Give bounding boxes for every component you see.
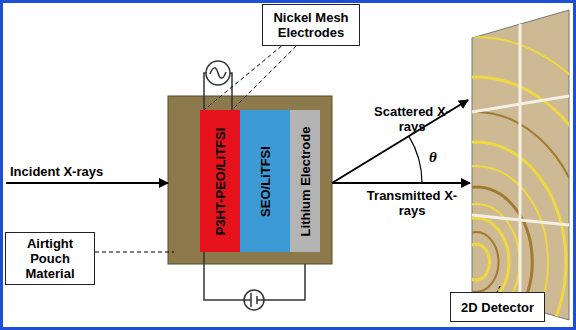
callout-text: 2D Detector bbox=[457, 300, 538, 315]
callout-box: Airtight Pouch Material bbox=[5, 232, 95, 285]
electrolyte-layer: SEO/LiTFSI bbox=[240, 110, 290, 252]
callout-text: Nickel Mesh Electrodes bbox=[263, 10, 359, 40]
incident-arrow bbox=[6, 182, 168, 184]
electrode-layer: Lithium Electrode bbox=[290, 110, 320, 252]
battery-plates bbox=[244, 293, 264, 307]
ring-stroke bbox=[386, 142, 566, 330]
leader-line bbox=[204, 46, 282, 110]
leader-line bbox=[95, 252, 174, 253]
electrolyte-layer: P3HT-PEO/LiTFSI bbox=[200, 110, 240, 252]
layer-label: SEO/LiTFSI bbox=[258, 114, 273, 248]
beam-label: Incident X-rays bbox=[10, 164, 130, 179]
ac-source-symbol bbox=[206, 61, 230, 85]
ring-stroke bbox=[463, 244, 490, 280]
transmitted-arrow bbox=[332, 182, 470, 184]
battery-symbol bbox=[244, 290, 264, 310]
leader-line bbox=[232, 46, 296, 110]
scattered-arrow bbox=[332, 100, 468, 183]
callout-box: Nickel Mesh Electrodes bbox=[262, 4, 360, 46]
callout-text: Airtight Pouch Material bbox=[6, 236, 94, 281]
ring-stroke bbox=[454, 232, 499, 292]
layer-label: P3HT-PEO/LiTFSI bbox=[213, 114, 228, 248]
beam-label: Scattered X-rays bbox=[372, 104, 452, 134]
detector-gaps bbox=[472, 24, 569, 306]
ring-stroke bbox=[307, 37, 576, 330]
layer-label: Lithium Electrode bbox=[298, 114, 313, 248]
angle-symbol: θ bbox=[426, 150, 440, 165]
pouch bbox=[168, 96, 332, 264]
angle-arc bbox=[409, 136, 422, 183]
ring-stroke bbox=[337, 77, 576, 330]
ac-wave bbox=[210, 68, 226, 78]
diffraction-rings bbox=[307, 37, 576, 330]
callout-box: 2D Detector bbox=[450, 292, 545, 322]
beam-label: Transmitted X-rays bbox=[362, 188, 462, 218]
